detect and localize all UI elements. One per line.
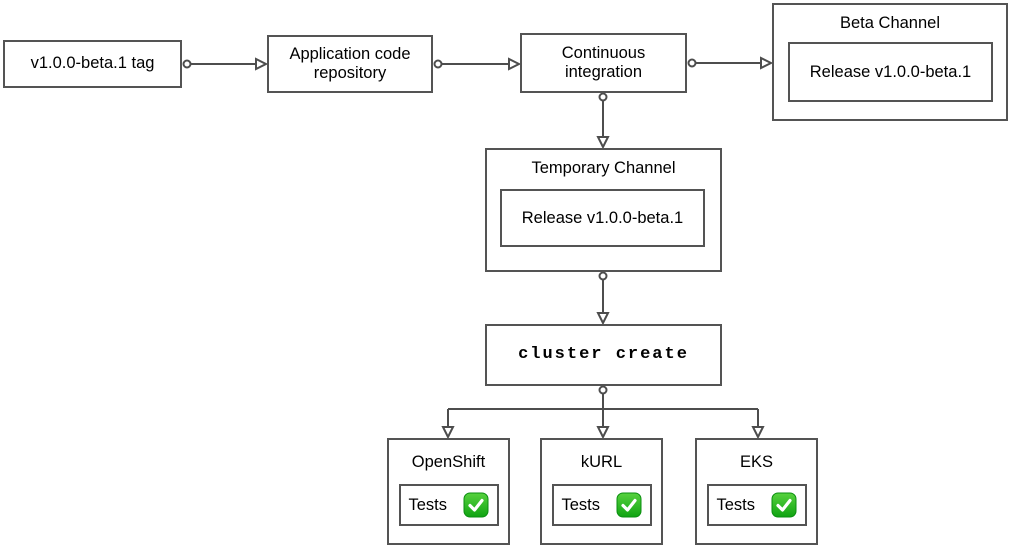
- node-continuous-integration: Continuous integration: [520, 33, 687, 93]
- eks-title: EKS: [739, 453, 774, 471]
- openshift-tests-label: Tests: [408, 495, 448, 514]
- node-eks: EKS Tests: [695, 438, 818, 545]
- beta-channel-release-box: Release v1.0.0-beta.1: [788, 42, 993, 102]
- kurl-title: kURL: [580, 453, 623, 471]
- check-mark-icon: [616, 492, 641, 518]
- version-tag-label: v1.0.0-beta.1 tag: [30, 54, 155, 73]
- node-temporary-channel: Temporary Channel Release v1.0.0-beta.1: [485, 148, 722, 272]
- node-openshift: OpenShift Tests: [387, 438, 510, 545]
- kurl-tests-box: Tests: [551, 484, 652, 526]
- check-mark-icon: [771, 492, 796, 518]
- eks-tests-box: Tests: [706, 484, 807, 526]
- node-cluster-create: cluster create: [485, 324, 722, 386]
- kurl-tests-label: Tests: [561, 495, 601, 514]
- app-code-repository-label: Application code repository: [289, 44, 411, 82]
- cluster-create-label: cluster create: [518, 344, 689, 364]
- beta-channel-release-label: Release v1.0.0-beta.1: [809, 62, 972, 81]
- openshift-tests-box: Tests: [398, 484, 499, 526]
- openshift-title: OpenShift: [411, 453, 486, 471]
- temporary-channel-release-box: Release v1.0.0-beta.1: [500, 189, 705, 247]
- temporary-channel-title: Temporary Channel: [531, 159, 676, 177]
- check-mark-icon: [463, 492, 488, 518]
- continuous-integration-label: Continuous integration: [561, 43, 646, 81]
- beta-channel-title: Beta Channel: [840, 14, 940, 32]
- node-app-code-repository: Application code repository: [267, 35, 433, 93]
- eks-tests-label: Tests: [716, 495, 756, 514]
- temporary-channel-release-label: Release v1.0.0-beta.1: [521, 208, 684, 227]
- node-version-tag: v1.0.0-beta.1 tag: [3, 40, 182, 88]
- node-kurl: kURL Tests: [540, 438, 663, 545]
- node-beta-channel: Beta Channel Release v1.0.0-beta.1: [772, 3, 1008, 121]
